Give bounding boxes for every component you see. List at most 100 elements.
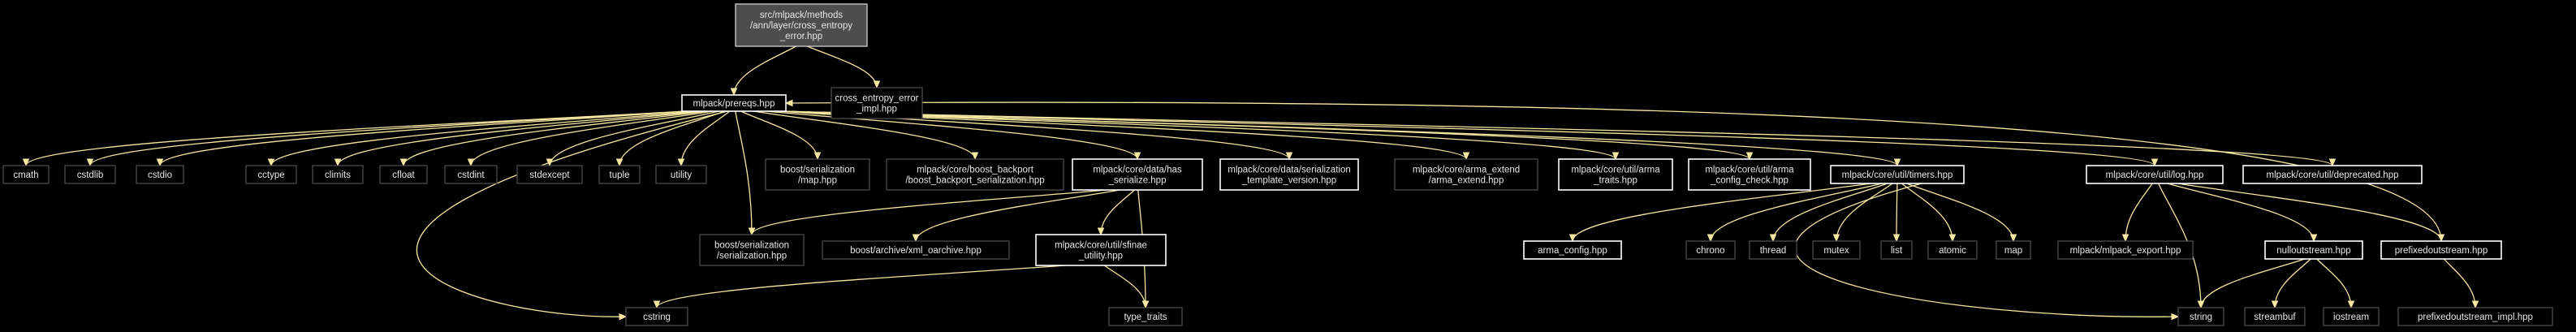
node-box xyxy=(655,165,707,184)
node-label: mlpack/core/util/log.hpp xyxy=(2106,170,2204,180)
node-label: boost/serialization xyxy=(714,241,789,251)
node-cstring: cstring xyxy=(625,307,688,326)
node-label: _serialize.hpp xyxy=(1108,176,1167,186)
node-label: arma_config.hpp xyxy=(1538,246,1607,256)
node-label: climits xyxy=(325,170,351,180)
edge-prereqs-to-bs-map xyxy=(740,110,822,161)
node-box xyxy=(699,234,805,266)
node-bs-serialization: boost/serialization/serialization.hpp xyxy=(699,234,805,266)
node-label: mlpack/core/boost_backport xyxy=(917,166,1034,175)
edge-prereqs-to-cstdio xyxy=(156,110,688,167)
node-box xyxy=(1880,240,1913,260)
node-arma-traits[interactable]: mlpack/core/util/arma_traits.hpp xyxy=(1558,158,1673,191)
node-mlpack-export: mlpack/mlpack_export.hpp xyxy=(2057,240,2194,260)
node-iostream: iostream xyxy=(2323,307,2380,326)
node-has-serialize[interactable]: mlpack/core/data/has_serialize.hpp xyxy=(1072,158,1203,191)
edge-sfinae-to-cstring xyxy=(653,265,1066,309)
graph-nodes: src/mlpack/methods/ann/layer/cross_entro… xyxy=(2,3,2553,326)
node-chrono: chrono xyxy=(1685,240,1736,260)
edge-timers-to-mutex xyxy=(1832,183,1893,243)
node-cstdint: cstdint xyxy=(444,165,498,184)
node-label: _traits.hpp xyxy=(1593,176,1638,186)
edge-nulloutstream-to-string xyxy=(2197,258,2306,309)
node-arma-extend: mlpack/core/arma_extend/arma_extend.hpp xyxy=(1394,158,1538,191)
node-type-traits: type_traits xyxy=(1108,307,1183,326)
node-box xyxy=(1812,240,1861,260)
node-string: string xyxy=(2177,307,2224,326)
node-box xyxy=(1523,240,1622,260)
node-label: cfloat xyxy=(392,170,415,180)
node-label: prefixedoutstream.hpp xyxy=(2395,246,2488,256)
edge-has-serialize-to-xml-oarchive xyxy=(912,189,1120,243)
node-box xyxy=(245,165,297,184)
node-box xyxy=(1688,158,1811,191)
edge-prereqs-to-cstdlib xyxy=(86,110,686,167)
edge-prereqs-to-cstdint xyxy=(467,110,714,167)
node-label: stdexcept xyxy=(529,170,570,180)
node-box xyxy=(1035,234,1167,266)
node-label: utility xyxy=(671,170,692,180)
node-log[interactable]: mlpack/core/util/log.hpp xyxy=(2086,165,2224,184)
edge-prereqs-to-bs-serialization xyxy=(735,110,756,236)
node-label: mlpack/core/arma_extend xyxy=(1413,166,1520,175)
node-label: _error.hpp xyxy=(779,32,822,41)
node-label: mlpack/prereqs.hpp xyxy=(693,99,775,109)
edge-has-serialize-to-sfinae xyxy=(1097,189,1135,236)
edge-has-serialize-to-bs-serialization xyxy=(748,189,1107,236)
node-label: map xyxy=(2004,246,2022,256)
node-box xyxy=(1219,158,1359,191)
node-label: mlpack/core/data/has xyxy=(1093,166,1182,175)
node-box xyxy=(1749,240,1797,260)
edge-prereqs-to-cctype xyxy=(267,110,697,167)
node-label: /boost_backport_serialization.hpp xyxy=(905,176,1044,186)
node-box xyxy=(831,87,923,119)
edge-prereqs-to-has-serialize xyxy=(766,110,1141,161)
edge-timers-to-string xyxy=(1794,183,2180,321)
node-label: _config_check.hpp xyxy=(1710,176,1789,186)
node-deprecated[interactable]: mlpack/core/util/deprecated.hpp xyxy=(2242,165,2423,184)
node-box xyxy=(2244,307,2306,326)
node-prereqs[interactable]: mlpack/prereqs.hpp xyxy=(681,94,787,112)
node-prefixedoutstream-impl: prefixedoutstream_impl.hpp xyxy=(2397,307,2553,326)
node-serialization-tv[interactable]: mlpack/core/data/serialization_template_… xyxy=(1219,158,1359,191)
node-cmath: cmath xyxy=(2,165,50,184)
node-label: nulloutstream.hpp xyxy=(2276,246,2350,256)
edge-prereqs-to-climits xyxy=(334,110,703,167)
node-box xyxy=(2380,240,2502,260)
node-map: map xyxy=(1996,240,2031,260)
node-timers[interactable]: mlpack/core/util/timers.hpp xyxy=(1830,165,1965,184)
node-box xyxy=(681,94,787,112)
edge-nulloutstream-to-streambuf xyxy=(2271,258,2311,309)
node-label: thread xyxy=(1760,246,1787,256)
node-nulloutstream[interactable]: nulloutstream.hpp xyxy=(2264,240,2363,260)
node-label: iostream xyxy=(2333,313,2369,322)
node-label: mutex xyxy=(1823,246,1849,256)
node-label: cstring xyxy=(643,313,671,322)
node-label: mlpack/core/util/deprecated.hpp xyxy=(2266,170,2398,180)
node-cfloat: cfloat xyxy=(379,165,428,184)
node-box xyxy=(2242,165,2423,184)
node-root[interactable]: src/mlpack/methods/ann/layer/cross_entro… xyxy=(735,3,868,47)
node-box xyxy=(444,165,498,184)
node-box xyxy=(1072,158,1203,191)
graph-edges xyxy=(22,45,2479,321)
node-box xyxy=(598,165,641,184)
node-box xyxy=(1108,307,1183,326)
node-sfinae[interactable]: mlpack/core/util/sfinae_utility.hpp xyxy=(1035,234,1167,266)
edge-prereqs-to-deprecated xyxy=(782,110,2337,167)
node-mutex: mutex xyxy=(1812,240,1861,260)
node-arma-config[interactable]: arma_config.hpp xyxy=(1523,240,1622,260)
node-box xyxy=(765,158,870,191)
node-label: src/mlpack/methods xyxy=(760,11,844,20)
node-box xyxy=(1558,158,1673,191)
node-box xyxy=(886,158,1064,191)
node-label: mlpack/core/util/arma xyxy=(1705,166,1794,175)
edge-root-to-ce-impl xyxy=(807,45,881,89)
node-prefixedoutstream[interactable]: prefixedoutstream.hpp xyxy=(2380,240,2502,260)
edge-log-to-nulloutstream xyxy=(2167,183,2318,243)
node-tuple: tuple xyxy=(598,165,641,184)
node-label: cmath xyxy=(13,170,38,180)
node-thread: thread xyxy=(1749,240,1797,260)
node-arma-config-check[interactable]: mlpack/core/util/arma_config_check.hpp xyxy=(1688,158,1811,191)
node-label: list xyxy=(1891,246,1903,256)
